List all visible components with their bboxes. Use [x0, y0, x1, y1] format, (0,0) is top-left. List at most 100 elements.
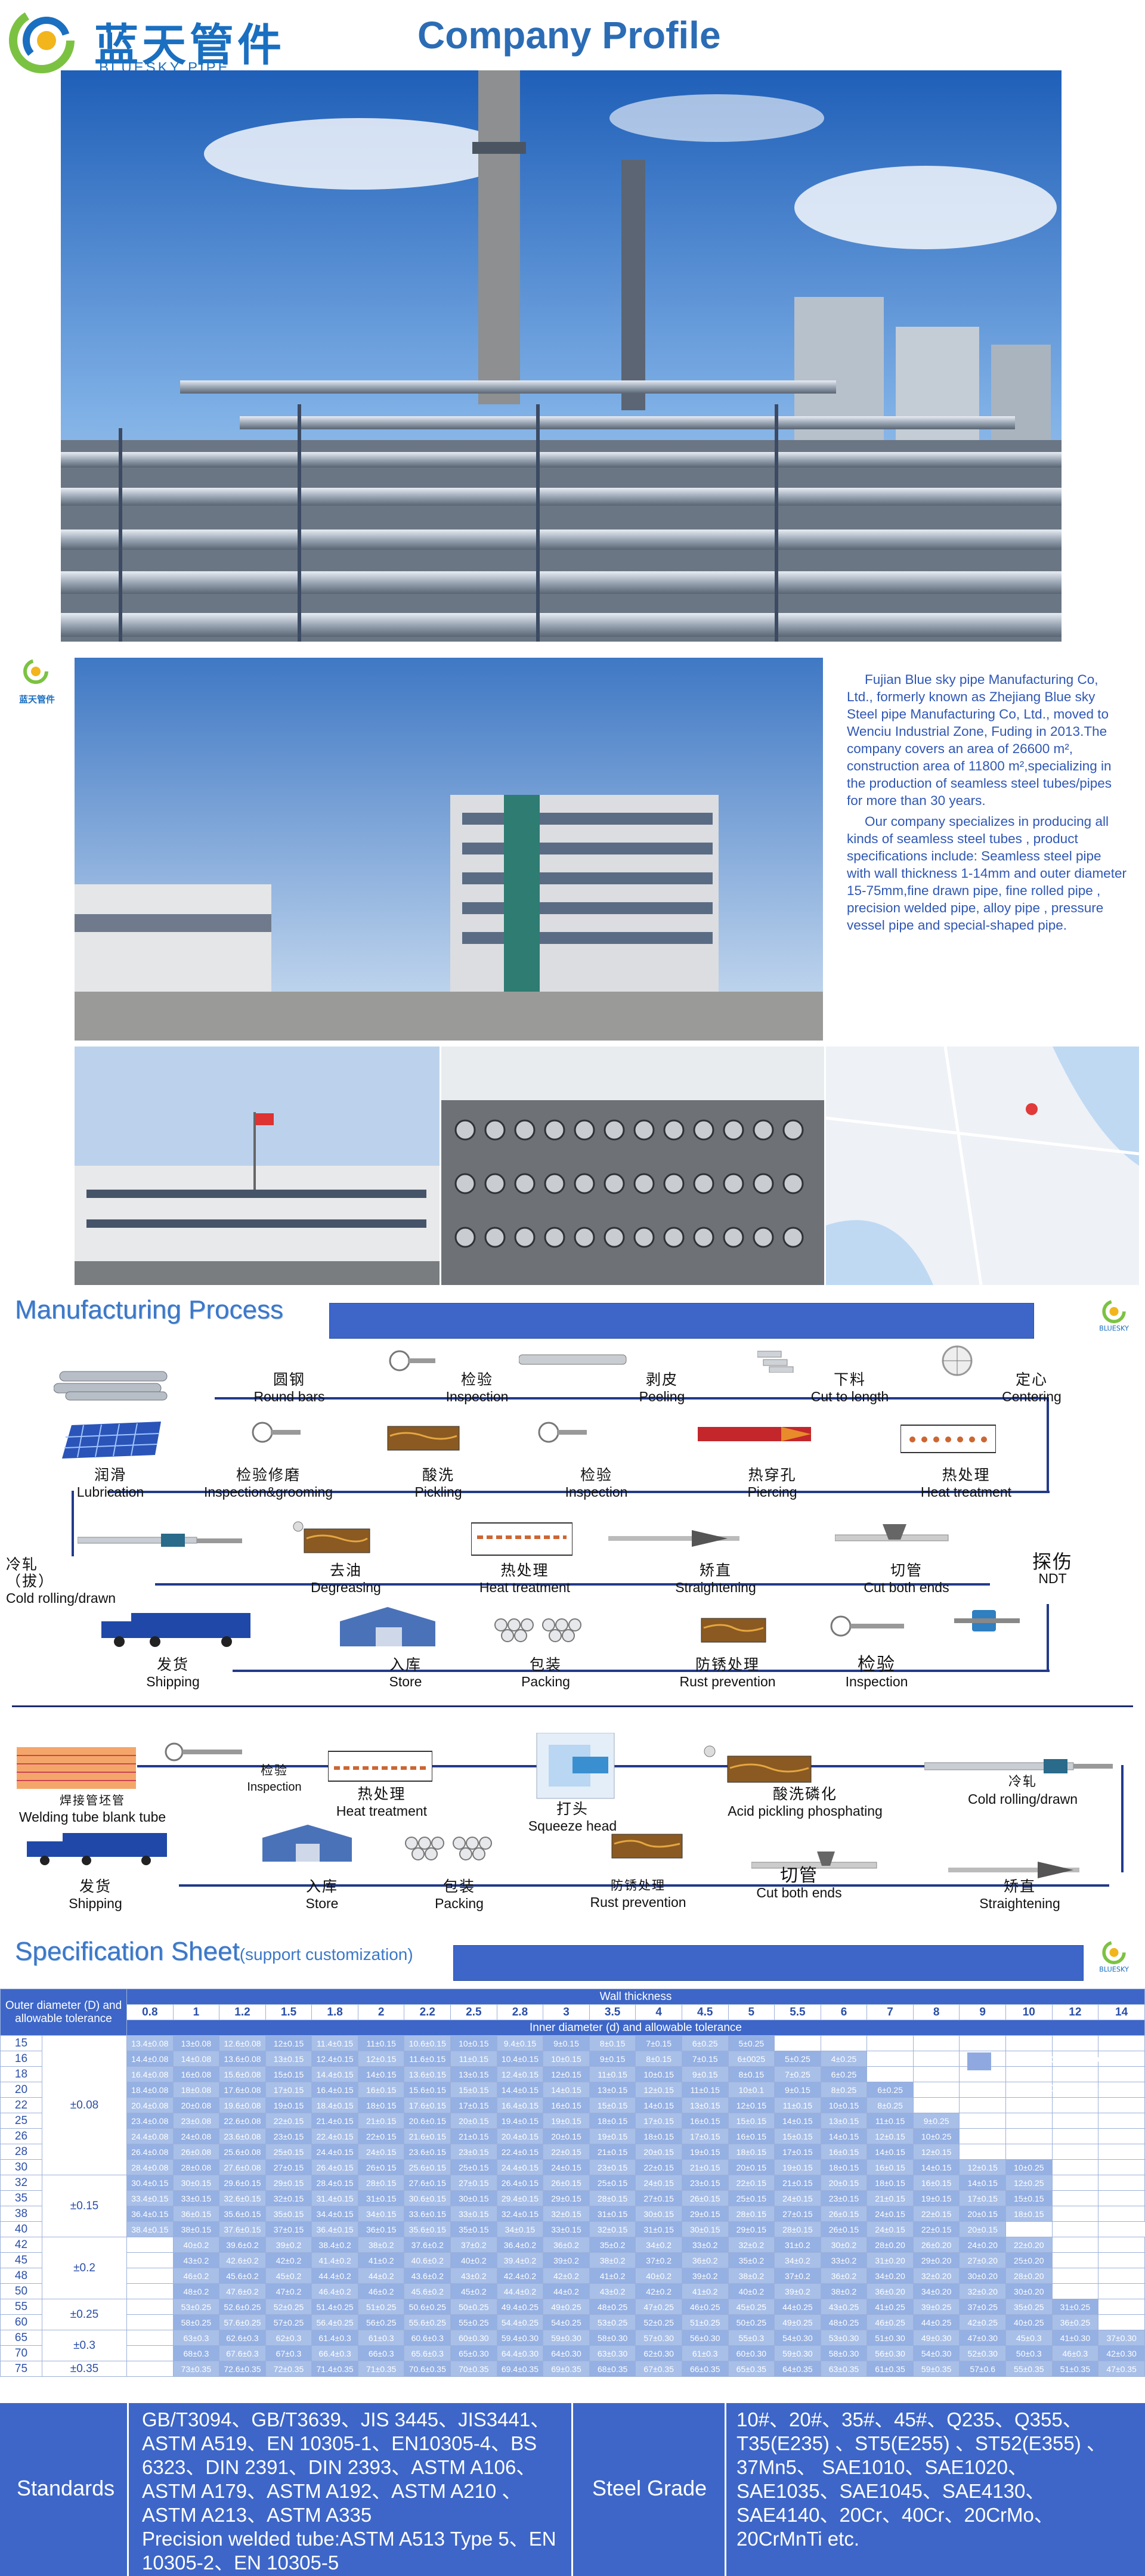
wall-value: 8: [912, 2004, 960, 2020]
wall-value: 5.5: [774, 2004, 821, 2020]
inner-diameter-cell: 29±0.15: [681, 2206, 729, 2222]
inner-diameter-cell: 19±0.15: [589, 2128, 636, 2144]
ndt-probe-icon: [954, 1610, 1020, 1631]
inner-diameter-cell: 13.6±0.08: [219, 2051, 266, 2067]
inner-diameter-cell: 62.6±0.3: [219, 2330, 266, 2346]
inner-diameter-cell: 29.6±0.15: [219, 2175, 266, 2191]
inner-diameter-cell: [820, 2035, 868, 2051]
inner-diameter-cell: 17.6±0.15: [404, 2097, 451, 2113]
inner-diameter-cell: 32±0.15: [265, 2190, 312, 2206]
inner-diameter-cell: [1098, 2252, 1145, 2268]
inner-diameter-cell: 18.4±0.15: [311, 2097, 358, 2113]
spec-title: Specification Sheet: [15, 1937, 240, 1966]
inner-diameter-cell: 10±0.25: [1005, 2159, 1053, 2175]
outer-diameter-cell: 50: [0, 2283, 42, 2299]
inner-diameter-cell: [912, 2051, 960, 2067]
inner-diameter-cell: [959, 2035, 1006, 2051]
round-bars-icon: [54, 1371, 168, 1401]
inner-diameter-cell: 21±0.15: [450, 2128, 497, 2144]
inner-diameter-cell: 27±0.15: [265, 2159, 312, 2175]
inner-diameter-cell: [1051, 2128, 1099, 2144]
inner-diameter-cell: 36±0.20: [867, 2283, 914, 2299]
wall-value: 1.2: [219, 2004, 266, 2020]
inner-diameter-cell: 24.4±0.15: [496, 2159, 544, 2175]
inner-diameter-cell: [959, 2144, 1006, 2160]
inner-diameter-cell: 41±0.2: [589, 2268, 636, 2284]
inner-diameter-cell: 63±0.3: [172, 2330, 220, 2346]
inner-diameter-cell: 16±0.15: [543, 2097, 590, 2113]
inner-diameter-cell: 60±0.30: [728, 2345, 775, 2361]
inner-diameter-cell: 10±0.15: [543, 2051, 590, 2067]
rust-prevention-tank-icon: [701, 1618, 766, 1643]
inner-diameter-cell: 30.6±0.15: [404, 2190, 451, 2206]
inner-diameter-cell: [959, 2113, 1006, 2129]
inner-diameter-cell: 29±0.15: [728, 2221, 775, 2237]
wall-value: 1.5: [265, 2004, 312, 2020]
inner-diameter-cell: 61±0.3: [357, 2330, 405, 2346]
inner-diameter-cell: [1005, 2144, 1053, 2160]
inner-diameter-cell: 35±0.2: [589, 2237, 636, 2253]
inner-diameter-cell: 10.6±0.15: [404, 2035, 451, 2051]
wall-value: 4: [635, 2004, 682, 2020]
inner-diameter-cell: 45.6±0.2: [219, 2268, 266, 2284]
gauge-icon: [538, 1422, 587, 1443]
inner-diameter-cell: 19±0.15: [681, 2144, 729, 2160]
location-map: [826, 1046, 1139, 1285]
inner-diameter-cell: 30±0.15: [172, 2175, 220, 2191]
inner-diameter-cell: 12±0.15: [959, 2159, 1006, 2175]
inner-diameter-cell: 28±0.15: [357, 2175, 405, 2191]
inner-diameter-cell: 17±0.15: [959, 2190, 1006, 2206]
inner-diameter-cell: 42±0.30: [1098, 2345, 1145, 2361]
inner-diameter-cell: 67.6±0.3: [219, 2345, 266, 2361]
inner-diameter-cell: 65.6±0.3: [404, 2345, 451, 2361]
inner-diameter-cell: 9±0.15: [681, 2066, 729, 2082]
inner-diameter-cell: 60±0.30: [450, 2330, 497, 2346]
inner-diameter-cell: 49.4±0.25: [496, 2299, 544, 2315]
inner-diameter-cell: [959, 2082, 1006, 2098]
inner-diameter-cell: 58±0.30: [820, 2345, 868, 2361]
inner-diameter-cell: 19.4±0.15: [496, 2113, 544, 2129]
inner-diameter-cell: 20.6±0.15: [404, 2113, 451, 2129]
inner-diameter-cell: [1051, 2237, 1099, 2253]
outer-diameter-cell: 18: [0, 2066, 42, 2082]
inner-diameter-cell: 14±0.15: [820, 2128, 868, 2144]
inner-diameter-cell: 12±0.15: [265, 2035, 312, 2051]
inner-diameter-cell: 12.4±0.15: [311, 2051, 358, 2067]
inner-diameter-cell: 72±0.35: [265, 2361, 312, 2377]
inner-diameter-cell: 24±0.15: [357, 2144, 405, 2160]
inner-diameter-cell: 26±0.08: [172, 2144, 220, 2160]
inner-diameter-cell: 26±0.15: [820, 2206, 868, 2222]
inner-diameter-cell: [1051, 2252, 1099, 2268]
inner-diameter-cell: 24±0.15: [635, 2175, 682, 2191]
inner-diameter-cell: 23.4±0.08: [126, 2113, 174, 2129]
inner-diameter-cell: 27.6±0.08: [219, 2159, 266, 2175]
inner-diameter-cell: [1051, 2283, 1099, 2299]
inner-diameter-cell: [1098, 2190, 1145, 2206]
inner-diameter-cell: 44±0.25: [774, 2299, 821, 2315]
inner-diameter-cell: 46±0.2: [172, 2268, 220, 2284]
inner-diameter-cell: 11±0.15: [450, 2051, 497, 2067]
inner-diameter-cell: 20.4±0.15: [496, 2128, 544, 2144]
inner-diameter-cell: 21±0.15: [774, 2175, 821, 2191]
outer-diameter-cell: 40: [0, 2221, 42, 2237]
inner-diameter-cell: 23±0.15: [589, 2159, 636, 2175]
inner-diameter-cell: 18±0.15: [867, 2175, 914, 2191]
flow-line: [215, 1397, 1047, 1400]
flow-line: [1047, 1604, 1049, 1670]
office-building-photo: [75, 658, 823, 1041]
inner-diameter-cell: 61±0.3: [681, 2345, 729, 2361]
gauge-icon: [252, 1422, 301, 1443]
inner-diameter-cell: 20±0.08: [172, 2097, 220, 2113]
inner-diameter-cell: 11±0.15: [867, 2113, 914, 2129]
inner-diameter-cell: 38±0.15: [172, 2221, 220, 2237]
inner-diameter-cell: 39±0.2: [681, 2268, 729, 2284]
